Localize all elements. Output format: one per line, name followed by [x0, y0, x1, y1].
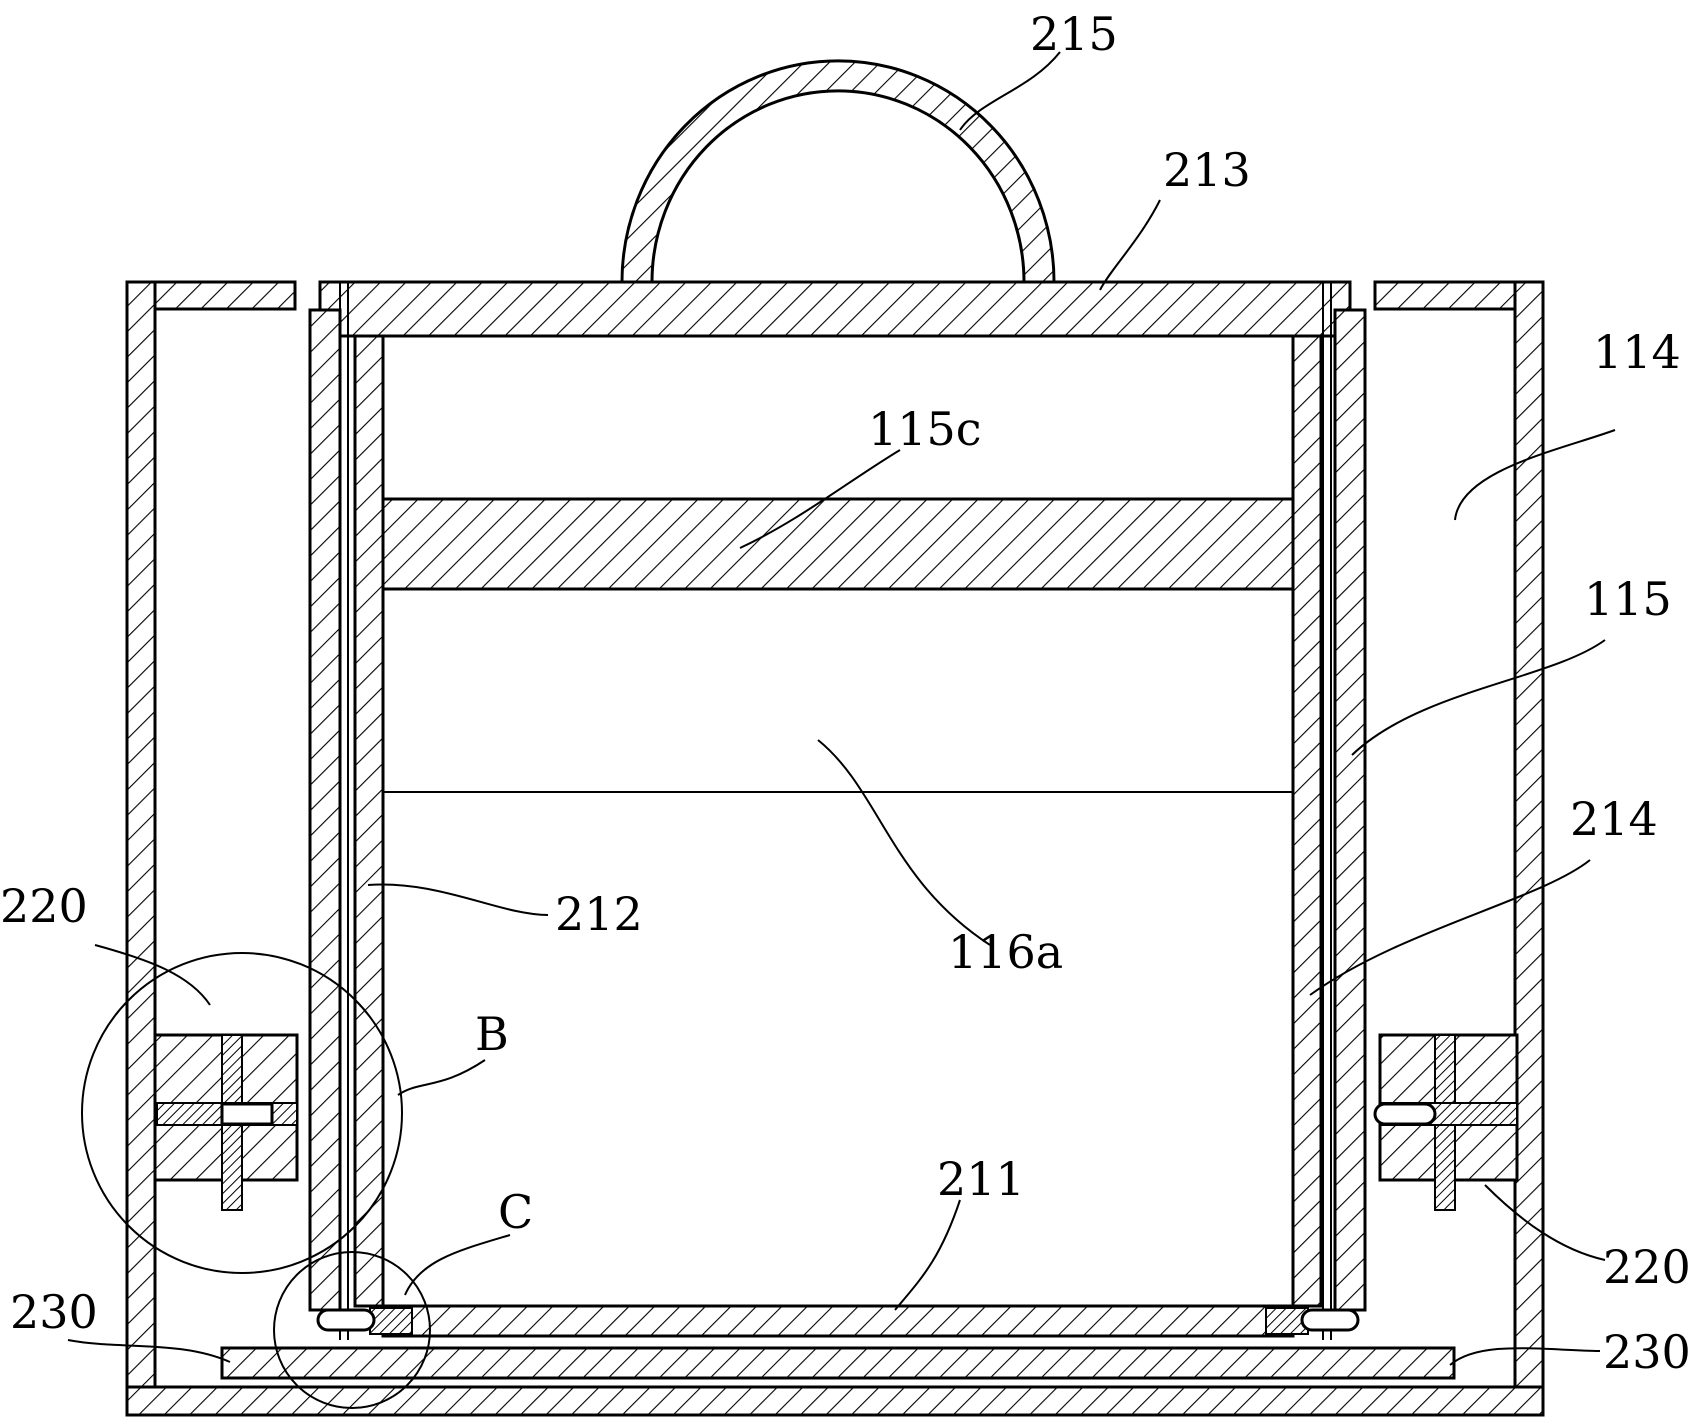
label-213: 213: [1163, 143, 1251, 197]
label-220-right: 220: [1603, 1240, 1691, 1294]
leader-lines: [67, 51, 1616, 1366]
label-211: 211: [937, 1152, 1025, 1206]
label-230-left: 230: [10, 1285, 98, 1339]
label-C: C: [498, 1185, 533, 1239]
label-115: 115: [1584, 572, 1672, 626]
top-plate: [318, 280, 1352, 338]
outer-housing: [125, 280, 1545, 1417]
label-214: 214: [1570, 792, 1658, 846]
label-114: 114: [1593, 325, 1681, 379]
bottom-latches: [316, 1307, 1360, 1335]
label-212: 212: [555, 887, 643, 941]
detail-circle-b: [81, 952, 403, 1274]
slider-plate: [220, 1346, 1456, 1380]
handle-arc: [620, 59, 1056, 284]
label-215: 215: [1030, 7, 1118, 61]
lock-assembly-right: [1373, 1033, 1519, 1211]
lock-assembly-left: [153, 1033, 299, 1211]
label-230-right: 230: [1603, 1325, 1691, 1379]
inner-walls: [353, 334, 1323, 1308]
plate-115c: [381, 497, 1295, 591]
label-B: B: [475, 1007, 509, 1061]
gap-rods: [339, 282, 1332, 1340]
label-220-left: 220: [0, 879, 88, 933]
detail-circle-c: [273, 1251, 431, 1409]
label-115c: 115c: [868, 402, 982, 456]
guide-walls: [308, 308, 1367, 1312]
bottom-plate: [381, 1304, 1295, 1338]
label-116a: 116a: [948, 925, 1063, 979]
